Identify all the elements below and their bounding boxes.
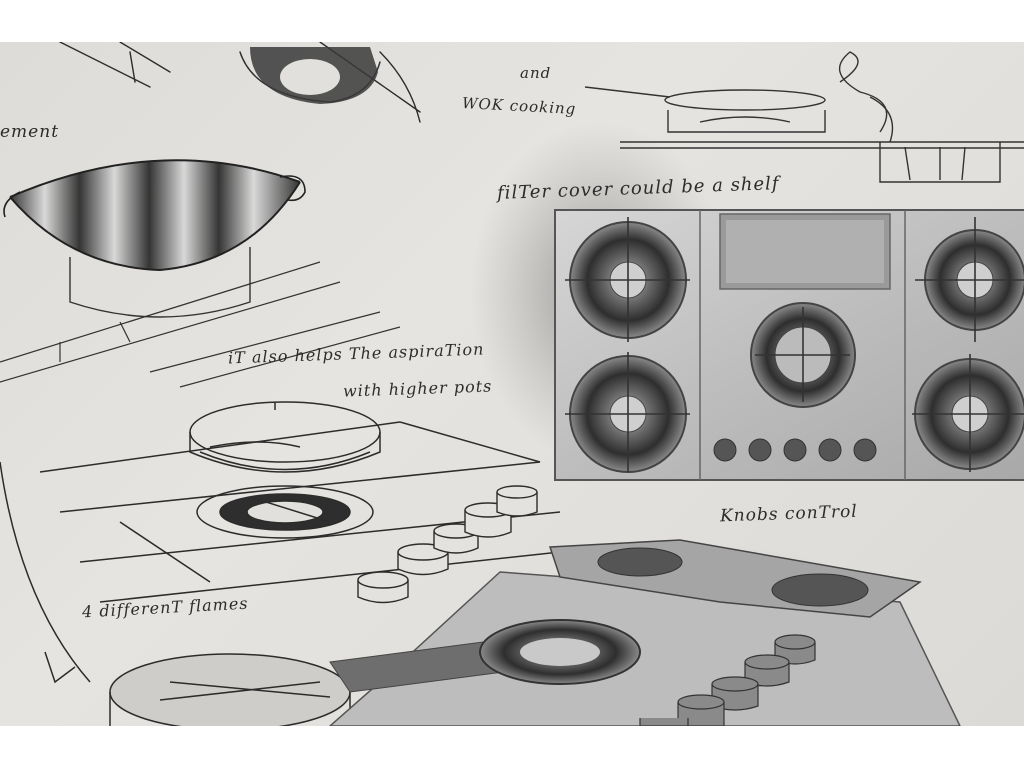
- wok-burner-sketch: [584, 51, 1024, 183]
- pot-on-burner-sketch: [39, 401, 561, 603]
- bottom-cooktop-render: [328, 539, 961, 726]
- note-and: and: [520, 64, 552, 82]
- sketch-sheet: ement and WOK cooking filTer cover could…: [0, 42, 1024, 726]
- cooktop-render: [554, 209, 1024, 481]
- note-ement: ement: [0, 122, 60, 142]
- knob-sketch-row: [357, 485, 538, 604]
- sketch-drawing: [0, 42, 1024, 726]
- hatched-pan-top: [250, 47, 378, 104]
- wok-sketch: [0, 159, 401, 388]
- sketch-fragment: [379, 51, 421, 123]
- sketch-fragment: [59, 42, 171, 88]
